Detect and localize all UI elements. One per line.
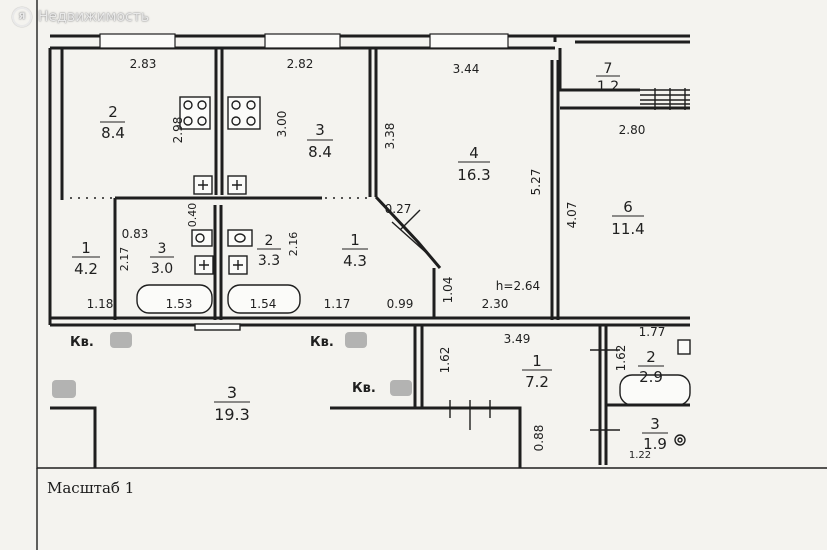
bathtub-icon	[136, 284, 691, 406]
dimension-label: 1.18	[87, 297, 114, 311]
room-number: 1	[532, 352, 542, 370]
dimension-labels: 2.83 2.82 3.44 2.80 0.27 0.83 1.18 1.53 …	[87, 57, 666, 461]
lower-walls	[50, 325, 691, 468]
dimension-label: 0.83	[122, 227, 149, 241]
room-area: 3.0	[151, 261, 173, 277]
dimension-label: 2.17	[118, 247, 131, 272]
window-room-4	[429, 33, 509, 49]
room-number: 2	[646, 348, 656, 366]
apartment-labels: Кв. Кв. Кв.	[70, 335, 376, 396]
room-number: 7	[604, 61, 613, 77]
room-area: 8.4	[101, 124, 125, 142]
door-sill	[194, 323, 241, 331]
watermark-logo-icon: Я	[12, 7, 32, 27]
room-number: 3	[158, 241, 167, 257]
toilet-icon	[191, 229, 253, 247]
ceiling-height: h=2.64	[496, 279, 540, 293]
room-area: 2.9	[639, 368, 663, 386]
room-area: 11.4	[611, 220, 644, 238]
blurred-apartment-number	[52, 380, 76, 398]
dimension-label: 0.40	[186, 203, 199, 228]
dimension-label: 2.83	[130, 57, 157, 71]
left-exterior-wall	[48, 48, 64, 200]
dimension-label: 3.44	[453, 62, 480, 76]
dimension-label: 1.62	[438, 347, 452, 374]
vent-icon	[193, 175, 248, 275]
dimension-label: 1.04	[441, 277, 455, 304]
dimension-label: 1.22	[629, 450, 651, 461]
dimension-label: 2.16	[287, 232, 300, 257]
room-area: 8.4	[308, 143, 332, 161]
dimension-label: 0.99	[387, 297, 414, 311]
blurred-apartment-number	[345, 332, 367, 348]
room-number: 3	[227, 383, 237, 402]
dimension-label: 3.38	[383, 123, 397, 150]
room-area: 16.3	[457, 166, 490, 184]
room-number: 2	[265, 233, 274, 249]
sink-icon	[674, 434, 686, 446]
room-number: 6	[623, 198, 633, 216]
watermark-text: Недвижимость	[38, 9, 150, 25]
scale-label: Масштаб 1	[47, 479, 135, 497]
room-area: 1.2	[597, 79, 619, 95]
dimension-label: 2.30	[482, 297, 509, 311]
window-room-3	[264, 33, 341, 49]
blurred-apartment-number	[390, 380, 412, 396]
dimension-label: 2.80	[619, 123, 646, 137]
dimension-label: 4.07	[565, 202, 579, 229]
dimension-label: 1.77	[639, 325, 666, 339]
dimension-label: 2.98	[171, 117, 185, 144]
room-number: 2	[108, 103, 118, 121]
dimension-label: 1.62	[614, 345, 628, 372]
dimension-label: 2.82	[287, 57, 314, 71]
room-area: 4.3	[343, 252, 367, 270]
room-number: 3	[315, 121, 325, 139]
stove-icon	[179, 96, 211, 130]
dimension-label: 0.27	[385, 202, 412, 216]
watermark: Я Недвижимость	[12, 7, 149, 27]
room-area: 19.3	[214, 405, 250, 424]
dimension-label: 1.54	[250, 297, 277, 311]
room-number: 1	[350, 231, 360, 249]
interior-walls	[113, 48, 560, 320]
blurred-apartment-number	[110, 332, 132, 348]
room-area: 4.2	[74, 260, 98, 278]
dimension-label: 0.88	[532, 425, 546, 452]
room-number: 3	[650, 415, 660, 433]
apartment-label: Кв.	[70, 335, 94, 350]
window-room-2	[99, 33, 176, 49]
dimension-label: 1.53	[166, 297, 193, 311]
dimension-label: 1.17	[324, 297, 351, 311]
room-number: 4	[469, 144, 479, 162]
room-area: 3.3	[258, 253, 280, 269]
dimension-label: 5.27	[529, 169, 543, 196]
apartment-label: Кв.	[310, 335, 334, 350]
room-area: 1.9	[643, 435, 667, 453]
room-number: 1	[81, 239, 91, 257]
room-7-outline	[558, 48, 690, 110]
dimension-label: 3.00	[275, 111, 289, 138]
top-exterior-wall	[50, 33, 690, 50]
apartment-label: Кв.	[352, 381, 376, 396]
room-area: 7.2	[525, 373, 549, 391]
apartment-separating-wall	[50, 316, 690, 327]
vertical-dimension-labels: 2.98 3.00 3.38 5.27 4.07 0.40 2.17 2.16 …	[118, 111, 628, 452]
dimension-label: 3.49	[504, 332, 531, 346]
stove-icon	[227, 96, 261, 130]
room-labels: 2 8.4 3 8.4 4 16.3 6 11.4 7 1.2 1 4.2 3 …	[72, 61, 668, 453]
